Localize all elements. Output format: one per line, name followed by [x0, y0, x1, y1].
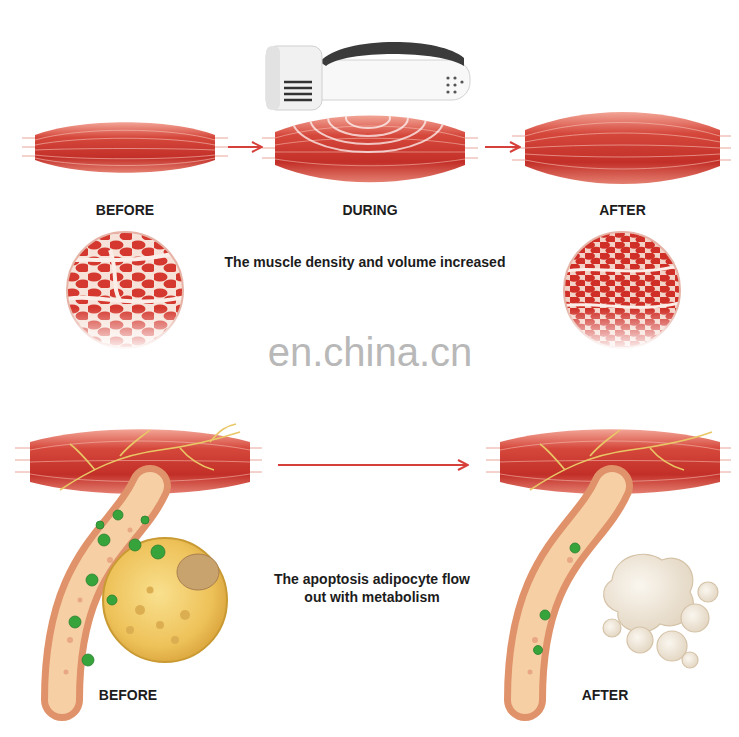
stage-label: BEFORE [30, 202, 220, 218]
watermark: en.china.cn [210, 326, 530, 378]
stage-label: AFTER [495, 687, 715, 703]
density-before [60, 232, 192, 352]
fat-after-scene [486, 429, 731, 700]
fat-before-scene [15, 424, 262, 700]
caption-text: The apoptosis adipocyte flow out with me… [265, 570, 480, 606]
stage-label: AFTER [530, 202, 715, 218]
muscle-after [512, 112, 731, 184]
illustration-panel: AFTER [530, 100, 715, 218]
muscle-before [22, 122, 228, 173]
illustration-panel: DURING [275, 100, 465, 218]
density-after [557, 232, 690, 352]
ems-device [266, 42, 470, 110]
flow-arrow [228, 146, 262, 148]
flow-arrow [485, 146, 520, 148]
flow-arrow [278, 464, 468, 466]
illustration-panel: BEFORE [8, 415, 248, 703]
caption-text: The muscle density and volume increased [175, 253, 555, 271]
illustration-panel: AFTER [495, 415, 715, 703]
stage-label: BEFORE [8, 687, 248, 703]
illustration-panel: BEFORE [30, 100, 220, 218]
stage-label: DURING [275, 202, 465, 218]
